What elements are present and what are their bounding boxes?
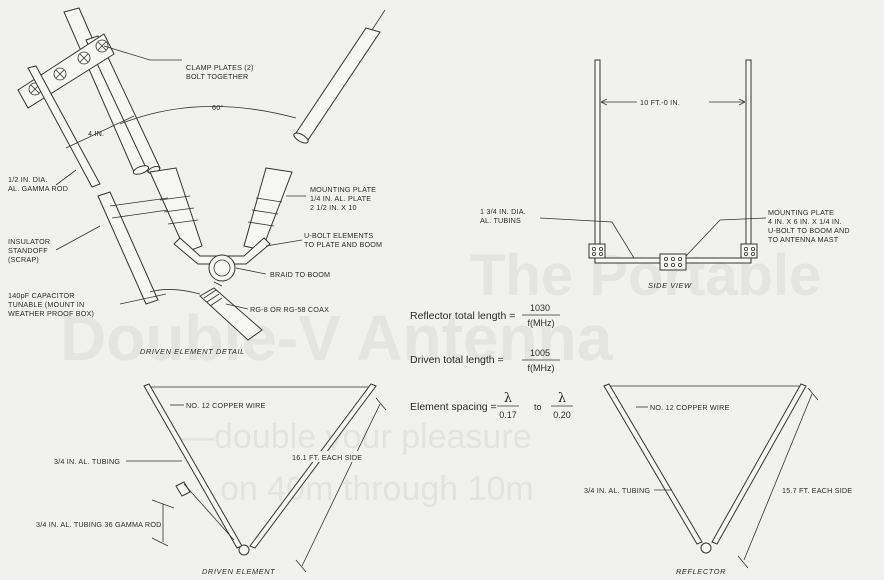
driven-formula-label: Driven total length = [410, 354, 504, 366]
driven-formula-denominator: f(MHz) [528, 363, 555, 373]
reflector-tubing-label: 3/4 IN. AL. TUBING [584, 486, 650, 495]
insulator-label-3: (SCRAP) [8, 255, 39, 264]
driven-formula-numerator: 1005 [530, 348, 550, 358]
reflector-formula-label: Reflector total length = [410, 310, 515, 322]
capacitor-label-3: WEATHER PROOF BOX) [8, 309, 94, 318]
side-plate-label-1: MOUNTING PLATE [768, 208, 834, 217]
clamp-plates-label-1: CLAMP PLATES (2) [186, 63, 254, 72]
mounting-assembly [97, 167, 293, 341]
spacing-to: to [534, 402, 542, 412]
ubolt-label-2: TO PLATE AND BOOM [304, 240, 382, 249]
background-text: The Portable Double-V Antenna —double yo… [60, 243, 821, 508]
side-plate-label-2: 4 IN. X 6 IN. X 1/4 IN. [768, 217, 842, 226]
side-plate-label-4: TO ANTENNA MAST [768, 235, 839, 244]
gamma-rod-label-2: AL. GAMMA ROD [8, 184, 68, 193]
reflector-formula-denominator: f(MHz) [528, 318, 555, 328]
capacitor-label-1: 140pF CAPACITOR [8, 291, 75, 300]
driven-tubing-label: 3/4 IN. AL. TUBING [54, 457, 120, 466]
detail-caption: DRIVEN ELEMENT DETAIL [140, 347, 245, 356]
mounting-plate-label-1: MOUNTING PLATE [310, 185, 376, 194]
gamma-rod [27, 65, 101, 188]
spacing-formula-label: Element spacing = [410, 401, 497, 413]
reflector: NO. 12 COPPER WIRE 3/4 IN. AL. TUBING 15… [584, 383, 852, 576]
formulas: Reflector total length = 1030 f(MHz) Dri… [410, 303, 573, 420]
angle-arc [119, 105, 297, 125]
driven-element: NO. 12 COPPER WIRE 3/4 IN. AL. TUBING 3/… [36, 383, 387, 576]
gamma-rod-label-1: 1/2 IN. DIA. [8, 175, 48, 184]
spacing-dim-line [65, 115, 135, 149]
insulator-label-2: STANDOFF [8, 246, 48, 255]
clamp-plates-label-2: BOLT TOGETHER [186, 72, 248, 81]
spacing-lambda-2: λ [558, 391, 566, 406]
side-view-caption: SIDE VIEW [648, 281, 692, 290]
driven-gamma-label: 3/4 IN. AL. TUBING 36 GAMMA ROD [36, 520, 162, 529]
right-element-tube [293, 9, 386, 144]
side-tubing-label-2: AL. TUBINS [480, 216, 521, 225]
reflector-wire-label: NO. 12 COPPER WIRE [650, 403, 729, 412]
braid-label: BRAID TO BOOM [270, 270, 330, 279]
bg-title-line1: The Portable [470, 243, 821, 308]
bg-title-line2: Double-V Antenna [60, 302, 613, 374]
side-tubing-label-1: 1 3/4 IN. DIA. [480, 207, 526, 216]
side-view: 10 FT.-0 IN. 1 3/4 IN. DIA. AL. TUBINS M… [480, 59, 850, 290]
spacing-lambda-1: λ [504, 391, 512, 406]
driven-side-label: 16.1 FT. EACH SIDE [292, 453, 362, 462]
mounting-plate-label-2: 1/4 IN. AL. PLATE [310, 194, 371, 203]
spacing-denominator-2: 0.20 [553, 410, 571, 420]
coax-label: RG-8 OR RG-58 COAX [250, 305, 329, 314]
angle-label: 60° [212, 103, 223, 112]
driven-wire-label: NO. 12 COPPER WIRE [186, 401, 265, 410]
insulator-label-1: INSULATOR [8, 237, 50, 246]
side-width-label: 10 FT.-0 IN. [640, 98, 680, 107]
reflector-caption: REFLECTOR [676, 567, 726, 576]
driven-element-caption: DRIVEN ELEMENT [202, 567, 275, 576]
reflector-formula-numerator: 1030 [530, 303, 550, 313]
reflector-side-label: 15.7 FT. EACH SIDE [782, 486, 852, 495]
bg-subtitle-line2: on 40m through 10m [220, 470, 534, 508]
ubolt-label-1: U-BOLT ELEMENTS [304, 231, 373, 240]
capacitor-label-2: TUNABLE (MOUNT IN [8, 300, 84, 309]
side-plate-label-3: U-BOLT TO BOOM AND [768, 226, 850, 235]
spacing-label: 4 IN. [88, 129, 104, 138]
driven-element-detail: 60° 4 IN. CLAMP PLATES (2) BOLT TOGETHER… [8, 7, 386, 356]
bg-subtitle-line1: —double your pleasure [180, 418, 532, 456]
mounting-plate-label-3: 2 1/2 IN. X 10 [310, 203, 357, 212]
spacing-denominator-1: 0.17 [499, 410, 517, 420]
